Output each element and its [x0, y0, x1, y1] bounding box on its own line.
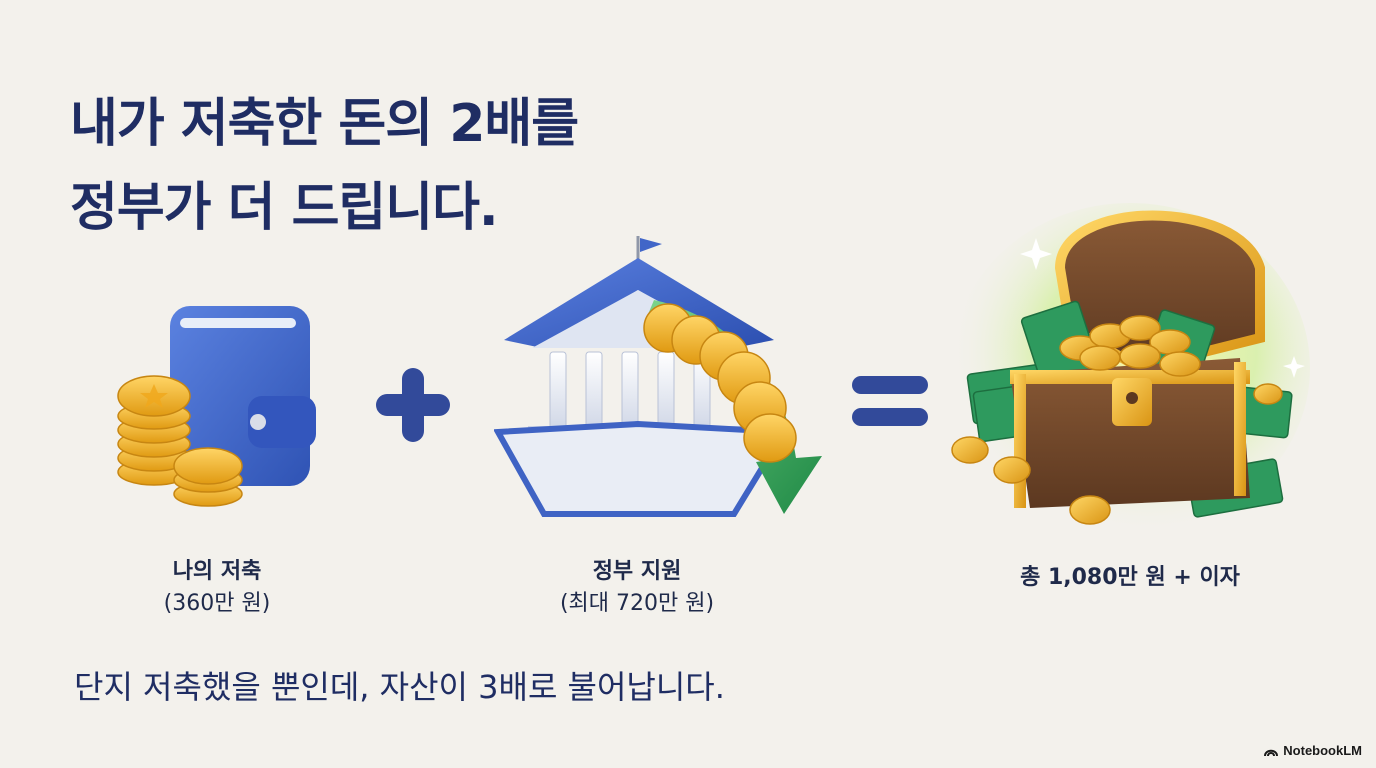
notebooklm-brand: NotebookLM	[1264, 743, 1362, 758]
savings-title: 나의 저축	[172, 559, 262, 584]
support-title: 정부 지원	[592, 559, 682, 584]
footer-message: 단지 저축했을 뿐인데, 자산이 3배로 불어납니다.	[74, 668, 725, 706]
treasure-chest-icon	[940, 198, 1320, 538]
savings-label: 나의 저축 (360만 원)	[112, 556, 322, 620]
equals-icon	[850, 372, 930, 432]
headline-line-2: 정부가 더 드립니다.	[70, 178, 499, 238]
savings-amount: (360만 원)	[163, 591, 271, 616]
brand-name: NotebookLM	[1283, 743, 1362, 758]
result-title: 총 1,080만 원 + 이자	[1020, 565, 1240, 590]
result-label: 총 1,080만 원 + 이자	[1000, 562, 1260, 594]
support-label: 정부 지원 (최대 720만 원)	[522, 556, 752, 620]
support-amount: (최대 720만 원)	[559, 591, 715, 616]
notebooklm-logo-icon	[1264, 749, 1279, 756]
bank-coins-icon	[494, 228, 830, 532]
headline-line-1: 내가 저축한 돈의 2배를	[70, 94, 579, 154]
headline: 내가 저축한 돈의 2배를 정부가 더 드립니다.	[70, 82, 579, 250]
wallet-coins-icon	[108, 296, 328, 516]
plus-icon	[372, 364, 454, 446]
